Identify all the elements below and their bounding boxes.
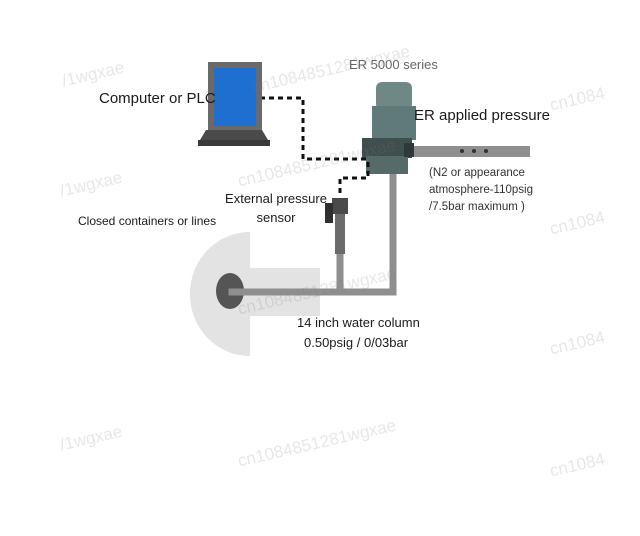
sensor-head <box>332 198 348 214</box>
sensor-body <box>335 214 345 254</box>
laptop-icon <box>198 62 270 146</box>
outlet-pipe <box>400 146 530 157</box>
pipe-dot <box>484 149 488 153</box>
sensor-connector <box>325 203 333 223</box>
containers-label: Closed containers or lines <box>78 214 217 228</box>
regulator-base <box>366 156 408 174</box>
laptop-base <box>198 140 270 146</box>
regulator-valve <box>362 138 412 158</box>
er-outlet-pipe <box>400 146 530 157</box>
cable-er-to-sensor <box>338 162 370 196</box>
ext-sensor-label-line2: sensor <box>256 210 296 225</box>
er5000-regulator <box>362 82 416 174</box>
water-column-line1: 14 inch water column <box>297 315 420 330</box>
laptop-screen <box>214 68 256 126</box>
process-pipe <box>228 159 397 296</box>
computer-label: Computer or PLC <box>99 90 216 107</box>
cable-computer-to-er <box>260 96 368 161</box>
water-column-line2: 0.50psig / 0/03bar <box>304 335 409 350</box>
ext-sensor-label-line1: External pressure <box>225 191 327 206</box>
signal-cables <box>260 96 370 196</box>
external-pressure-sensor <box>325 198 348 254</box>
gas-spec-line3: /7.5bar maximum ) <box>429 201 525 213</box>
er-pressure-label: ER applied pressure <box>414 107 550 124</box>
laptop-keyboard <box>200 130 268 140</box>
pipe-dot <box>460 149 464 153</box>
gas-spec-line1: (N2 or appearance <box>429 167 525 179</box>
regulator-body <box>372 106 416 140</box>
pipe-dot <box>472 149 476 153</box>
series-label: ER 5000 series <box>349 57 438 72</box>
gas-spec-line2: atmosphere-110psig <box>429 184 533 196</box>
regulator-top <box>376 82 412 110</box>
regulator-port <box>404 143 414 157</box>
